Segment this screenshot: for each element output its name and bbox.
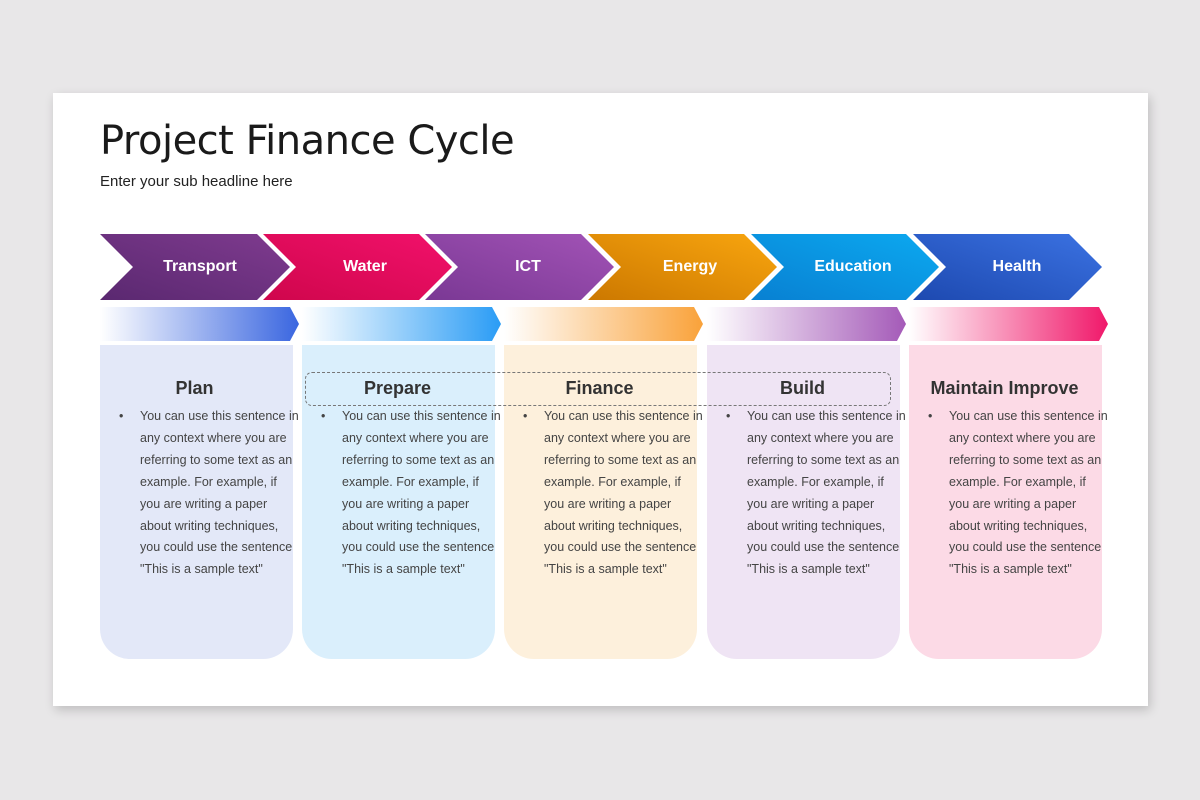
card-title-maintain-improve: Maintain Improve xyxy=(930,378,1079,398)
bullet-icon: • xyxy=(119,409,124,423)
card-text: You can use this sentence in any context… xyxy=(949,409,1108,577)
card-text: You can use this sentence in any context… xyxy=(342,409,501,577)
card-title-plan: Plan xyxy=(175,378,214,398)
card-body-maintain-improve: • You can use this sentence in any conte… xyxy=(928,406,1109,581)
bullet-icon: • xyxy=(726,409,731,423)
card-text: You can use this sentence in any context… xyxy=(140,409,299,577)
chevron-label-transport: Transport xyxy=(163,258,237,275)
card-prepare xyxy=(302,345,495,659)
card-maintain-improve xyxy=(909,345,1102,659)
card-body-prepare: • You can use this sentence in any conte… xyxy=(321,406,502,581)
chevron-label-ict: ICT xyxy=(515,258,541,275)
card-build xyxy=(707,345,900,659)
card-title-finance: Finance xyxy=(565,378,634,398)
page-subtitle: Enter your sub headline here xyxy=(100,173,293,190)
card-text: You can use this sentence in any context… xyxy=(747,409,906,577)
chevron-label-education: Education xyxy=(814,258,892,275)
card-title-build: Build xyxy=(780,378,825,398)
card-title-prepare: Prepare xyxy=(363,378,432,398)
card-body-plan: • You can use this sentence in any conte… xyxy=(119,406,300,581)
card-plan xyxy=(100,345,293,659)
chevron-label-energy: Energy xyxy=(662,258,718,275)
chevron-label-water: Water xyxy=(343,258,387,275)
card-body-finance: • You can use this sentence in any conte… xyxy=(523,406,704,581)
card-finance xyxy=(504,345,697,659)
dashed-selection-box xyxy=(305,372,891,406)
chevron-label-health: Health xyxy=(992,258,1042,275)
card-text: You can use this sentence in any context… xyxy=(544,409,703,577)
bullet-icon: • xyxy=(321,409,326,423)
page-title: Project Finance Cycle xyxy=(100,118,515,164)
bullet-icon: • xyxy=(523,409,528,423)
bullet-icon: • xyxy=(928,409,933,423)
card-body-build: • You can use this sentence in any conte… xyxy=(726,406,907,581)
